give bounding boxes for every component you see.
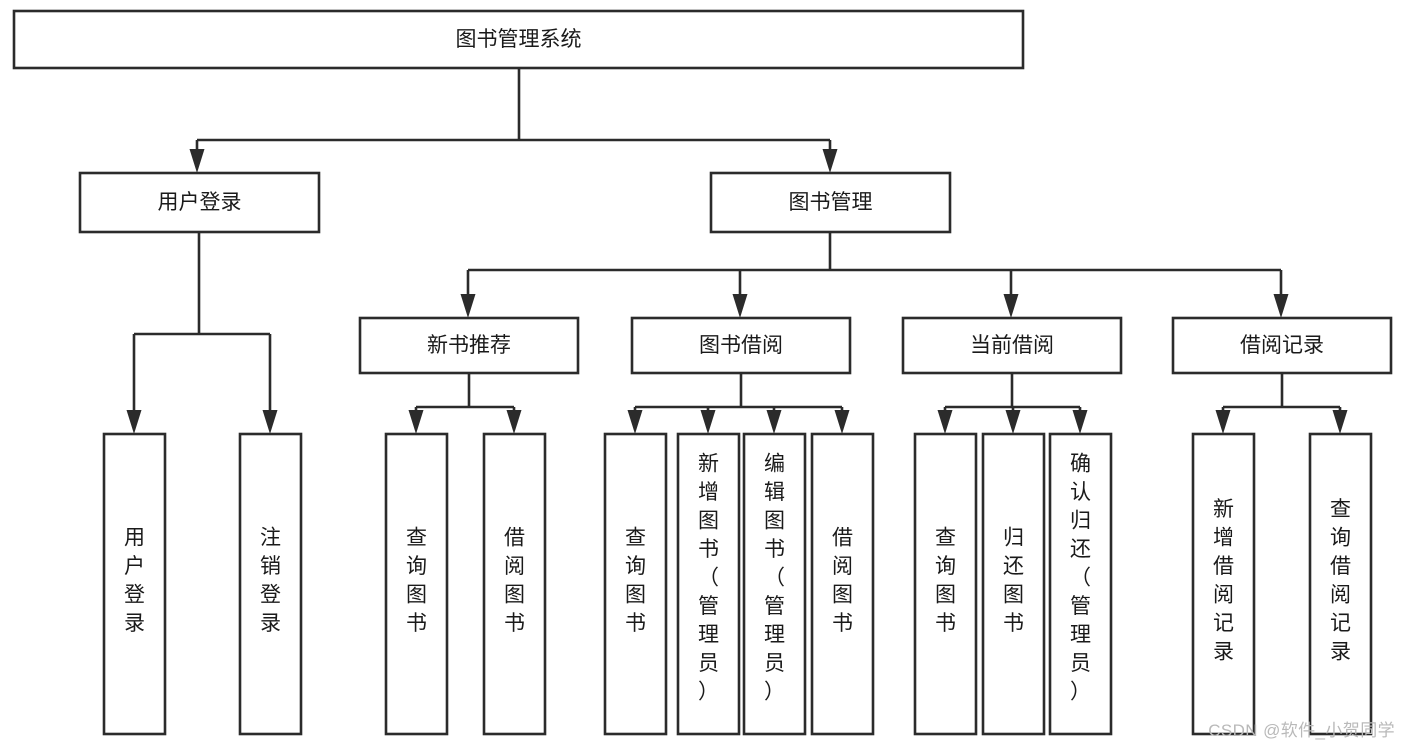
level3-node-borrow-record[interactable]: 借阅记录 xyxy=(1171,316,1393,375)
leaf-node-leaf-edit-book[interactable]: 编辑图书（管理员） xyxy=(742,432,807,736)
connector-bus-borrow-record xyxy=(1215,373,1348,434)
level2-node-user-login[interactable]: 用户登录 xyxy=(78,171,321,234)
node-box[interactable] xyxy=(901,316,1123,375)
node-label: 新增图书（管理员） xyxy=(698,452,719,703)
level3-node-current-borrow[interactable]: 当前借阅 xyxy=(901,316,1123,375)
node-label: 用户登录 xyxy=(124,526,145,635)
connector-bus-book-manage xyxy=(460,232,1289,318)
arrow-head-icon xyxy=(408,410,424,434)
csdn-watermark: CSDN @软件_小贺同学 xyxy=(1208,721,1395,740)
arrow-head-icon xyxy=(937,410,953,434)
node-box[interactable] xyxy=(676,432,741,736)
leaf-node-leaf-borrow-book-1[interactable]: 借阅图书 xyxy=(482,432,547,736)
connector-bus-user-login xyxy=(126,232,278,434)
arrow-head-icon xyxy=(460,294,476,318)
node-box[interactable] xyxy=(12,9,1025,70)
node-label: 新书推荐 xyxy=(427,334,511,357)
node-box[interactable] xyxy=(1191,432,1256,736)
connector-bus-current-borrow xyxy=(937,373,1088,434)
leaf-node-leaf-borrow-book-2[interactable]: 借阅图书 xyxy=(810,432,875,736)
connector-layer xyxy=(126,68,1348,434)
node-box[interactable] xyxy=(709,171,952,234)
arrow-head-icon xyxy=(126,410,142,434)
node-box[interactable] xyxy=(742,432,807,736)
node-box[interactable] xyxy=(358,316,580,375)
node-label: 新增借阅记录 xyxy=(1213,498,1234,664)
arrow-head-icon xyxy=(822,149,838,173)
node-box[interactable] xyxy=(630,316,852,375)
leaf-node-leaf-add-book[interactable]: 新增图书（管理员） xyxy=(676,432,741,736)
node-label: 编辑图书（管理员） xyxy=(764,452,785,703)
connector-bus-new-book xyxy=(408,373,522,434)
node-box[interactable] xyxy=(810,432,875,736)
arrow-head-icon xyxy=(506,410,522,434)
node-box[interactable] xyxy=(981,432,1046,736)
leaf-node-leaf-query-book-2[interactable]: 查询图书 xyxy=(603,432,668,736)
node-label: 图书管理系统 xyxy=(456,28,582,51)
node-label: 借阅图书 xyxy=(504,526,525,635)
arrow-head-icon xyxy=(1005,410,1021,434)
arrow-head-icon xyxy=(627,410,643,434)
node-box[interactable] xyxy=(78,171,321,234)
node-label: 当前借阅 xyxy=(970,334,1054,357)
node-box[interactable] xyxy=(913,432,978,736)
arrow-head-icon xyxy=(1215,410,1231,434)
level3-node-book-borrow[interactable]: 图书借阅 xyxy=(630,316,852,375)
node-box[interactable] xyxy=(482,432,547,736)
leaf-node-leaf-user-login[interactable]: 用户登录 xyxy=(102,432,167,736)
node-label: 图书借阅 xyxy=(699,334,783,357)
leaf-node-leaf-return-book[interactable]: 归还图书 xyxy=(981,432,1046,736)
node-label: 用户登录 xyxy=(158,191,242,214)
node-label: 图书管理 xyxy=(789,191,873,214)
node-label: 确认归还（管理员） xyxy=(1070,452,1091,703)
arrow-head-icon xyxy=(1072,410,1088,434)
node-label: 注销登录 xyxy=(260,526,281,635)
node-label: 查询图书 xyxy=(625,526,646,635)
arrow-head-icon xyxy=(834,410,850,434)
node-box[interactable] xyxy=(384,432,449,736)
arrow-head-icon xyxy=(700,410,716,434)
node-label: 借阅图书 xyxy=(832,526,853,635)
leaf-node-leaf-query-book-1[interactable]: 查询图书 xyxy=(384,432,449,736)
arrow-head-icon xyxy=(766,410,782,434)
node-layer: 图书管理系统用户登录图书管理新书推荐图书借阅当前借阅借阅记录用户登录注销登录查询… xyxy=(12,9,1393,736)
root-node-root[interactable]: 图书管理系统 xyxy=(12,9,1025,70)
node-box[interactable] xyxy=(102,432,167,736)
leaf-node-leaf-query-record[interactable]: 查询借阅记录 xyxy=(1308,432,1373,736)
node-box[interactable] xyxy=(1048,432,1113,736)
arrow-head-icon xyxy=(1332,410,1348,434)
connector-bus-book-borrow xyxy=(627,373,850,434)
leaf-node-leaf-query-book-3[interactable]: 查询图书 xyxy=(913,432,978,736)
connector-bus-root xyxy=(189,68,838,173)
arrow-head-icon xyxy=(1003,294,1019,318)
leaf-node-leaf-confirm-return[interactable]: 确认归还（管理员） xyxy=(1048,432,1113,736)
node-label: 查询借阅记录 xyxy=(1330,498,1351,664)
node-box[interactable] xyxy=(1171,316,1393,375)
arrow-head-icon xyxy=(1273,294,1289,318)
node-box[interactable] xyxy=(1308,432,1373,736)
arrow-head-icon xyxy=(732,294,748,318)
leaf-node-leaf-add-record[interactable]: 新增借阅记录 xyxy=(1191,432,1256,736)
node-label: 查询图书 xyxy=(935,526,956,635)
arrow-head-icon xyxy=(262,410,278,434)
node-box[interactable] xyxy=(603,432,668,736)
node-box[interactable] xyxy=(238,432,303,736)
leaf-node-leaf-user-logout[interactable]: 注销登录 xyxy=(238,432,303,736)
node-label: 查询图书 xyxy=(406,526,427,635)
node-label: 借阅记录 xyxy=(1240,334,1324,357)
level3-node-new-book-recommend[interactable]: 新书推荐 xyxy=(358,316,580,375)
arrow-head-icon xyxy=(189,149,205,173)
level2-node-book-manage[interactable]: 图书管理 xyxy=(709,171,952,234)
node-label: 归还图书 xyxy=(1003,526,1024,635)
